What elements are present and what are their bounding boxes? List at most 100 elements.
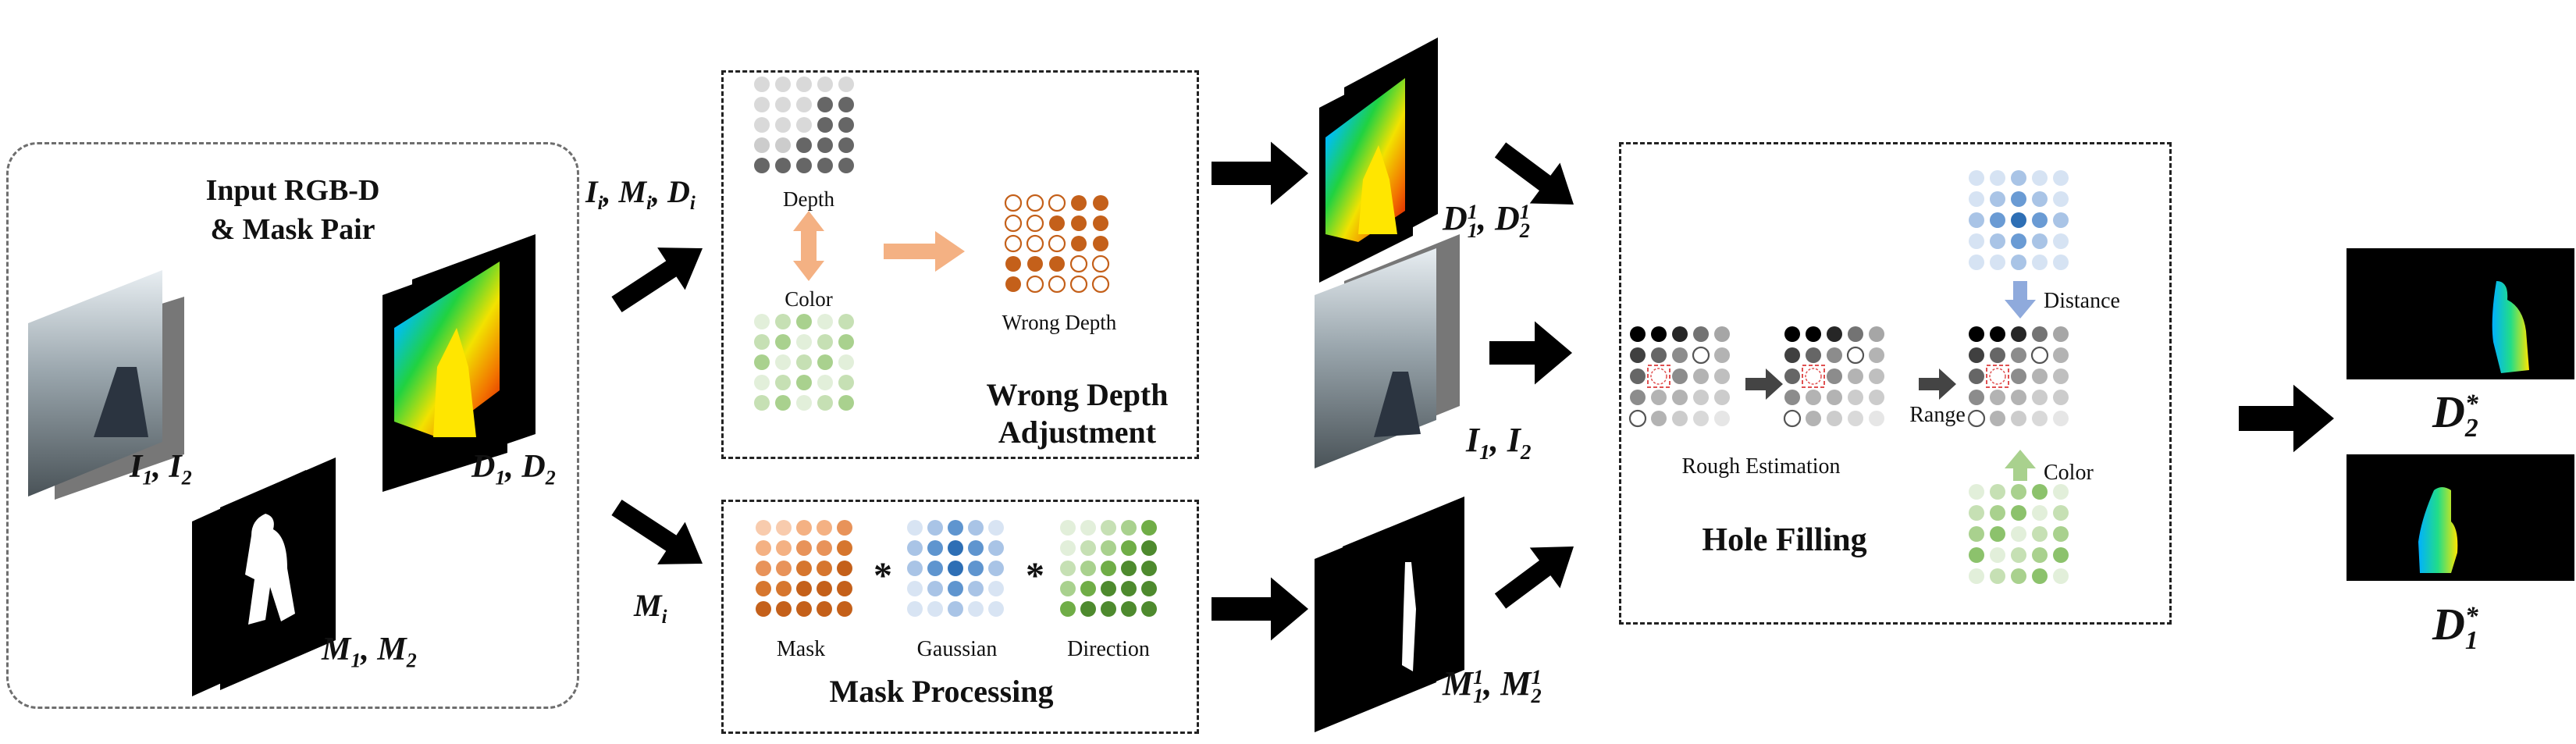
- grid-dot: [1141, 581, 1157, 596]
- grid-dot: [907, 601, 923, 617]
- grid-dot: [2011, 233, 2026, 249]
- grid-dot: [1651, 411, 1667, 426]
- grid-dot: [1121, 540, 1137, 556]
- grid-dot: [1060, 540, 1076, 556]
- grid-dot: [1630, 347, 1646, 363]
- grid-dot: [1048, 234, 1066, 253]
- grid-dot: [754, 117, 770, 133]
- grid-dot: [817, 540, 832, 556]
- grid-dot: [1990, 326, 2005, 342]
- grid-dot: [754, 334, 770, 350]
- grid-dot: [1672, 390, 1688, 405]
- hole-target-dot: [1805, 368, 1822, 385]
- rough-arrow: [1745, 368, 1783, 400]
- grid-dot: [754, 97, 770, 112]
- grid-dot: [1004, 214, 1023, 233]
- grid-dot: [968, 540, 984, 556]
- mask-op-2: *: [1026, 555, 1044, 596]
- grid-dot: [1071, 195, 1087, 211]
- grid-dot: [1101, 520, 1116, 536]
- rough-estimate-grid: [1783, 326, 1884, 428]
- grid-dot: [1969, 547, 1984, 563]
- grid-dot: [907, 561, 923, 576]
- mask-dot-grid: [756, 520, 852, 617]
- grid-dot: [1848, 411, 1863, 426]
- grid-dot: [2011, 568, 2026, 584]
- arrow-to-mask-processing: [611, 499, 703, 564]
- depth-color-double-arrow: [793, 211, 824, 281]
- grid-dot: [796, 137, 812, 153]
- grid-dot: [1990, 547, 2005, 563]
- depth-person: [433, 328, 476, 437]
- hole-color-label: Color: [2044, 461, 2094, 485]
- grid-dot: [1630, 390, 1646, 405]
- output-d2-image: [2347, 248, 2574, 379]
- grid-dot: [1141, 520, 1157, 536]
- adjusted-depth-person: [1358, 145, 1397, 234]
- grid-dot: [1121, 561, 1137, 576]
- grid-dot: [1714, 411, 1730, 426]
- grid-dot: [1990, 212, 2005, 228]
- grid-dot: [1101, 540, 1116, 556]
- grid-dot: [1990, 526, 2005, 542]
- grid-dot: [988, 540, 1004, 556]
- hole-target-marker: [1986, 365, 2009, 388]
- direction-label: Direction: [1067, 637, 1150, 661]
- grid-dot: [1093, 236, 1108, 251]
- wrong-depth-adjustment-box: [721, 70, 1199, 459]
- grid-dot: [1969, 212, 1984, 228]
- grid-dot: [2011, 326, 2026, 342]
- grid-dot: [948, 581, 963, 596]
- grid-dot: [1869, 390, 1884, 405]
- grid-dot: [948, 540, 963, 556]
- grid-dot: [927, 520, 943, 536]
- grid-dot: [2011, 484, 2026, 500]
- mask-image-front: [192, 470, 306, 696]
- grid-dot: [1848, 390, 1863, 405]
- grid-dot: [1093, 195, 1108, 211]
- grid-dot: [1693, 411, 1709, 426]
- grid-dot: [1714, 326, 1730, 342]
- grid-dot: [2011, 411, 2026, 426]
- grid-dot: [838, 77, 854, 92]
- grid-dot: [2053, 484, 2069, 500]
- grid-dot: [776, 561, 792, 576]
- depth-label: Depth: [783, 187, 834, 211]
- grid-dot: [2053, 212, 2069, 228]
- wrong-depth-dot-grid: [1004, 194, 1110, 294]
- input-box-title-line2: & Mask Pair: [210, 213, 375, 246]
- grid-dot: [1969, 191, 1984, 207]
- grid-dot: [1027, 256, 1043, 272]
- grid-dot: [817, 561, 832, 576]
- grid-dot: [754, 158, 770, 173]
- grid-dot: [1071, 215, 1087, 231]
- grid-dot: [2032, 547, 2048, 563]
- grid-dot: [838, 158, 854, 173]
- arrow-mask-adjusted: [1212, 577, 1308, 641]
- hole-filling-title: Hole Filling: [1702, 522, 1867, 558]
- grid-dot: [2053, 233, 2069, 249]
- hole-color-dot-grid: [1969, 484, 2069, 584]
- grid-dot: [1004, 234, 1023, 253]
- grid-dot: [1806, 347, 1821, 363]
- grid-dot: [754, 77, 770, 92]
- grid-dot: [1784, 326, 1800, 342]
- grid-dot: [1990, 505, 2005, 521]
- grid-dot: [1141, 601, 1157, 617]
- grid-dot: [1869, 411, 1884, 426]
- grid-dot: [1005, 256, 1021, 272]
- grid-dot: [2011, 212, 2026, 228]
- grid-dot: [1806, 326, 1821, 342]
- grid-dot: [1048, 275, 1066, 294]
- grid-dot: [1141, 561, 1157, 576]
- distance-dot-grid: [1969, 170, 2069, 270]
- grid-dot: [2011, 526, 2026, 542]
- grid-dot: [775, 137, 791, 153]
- grid-dot: [1869, 347, 1884, 363]
- direction-dot-grid: [1060, 520, 1157, 617]
- mask-processing-box: [721, 500, 1199, 734]
- output-d1-person: [2418, 487, 2458, 573]
- grid-dot: [968, 561, 984, 576]
- grid-dot: [1846, 346, 1865, 365]
